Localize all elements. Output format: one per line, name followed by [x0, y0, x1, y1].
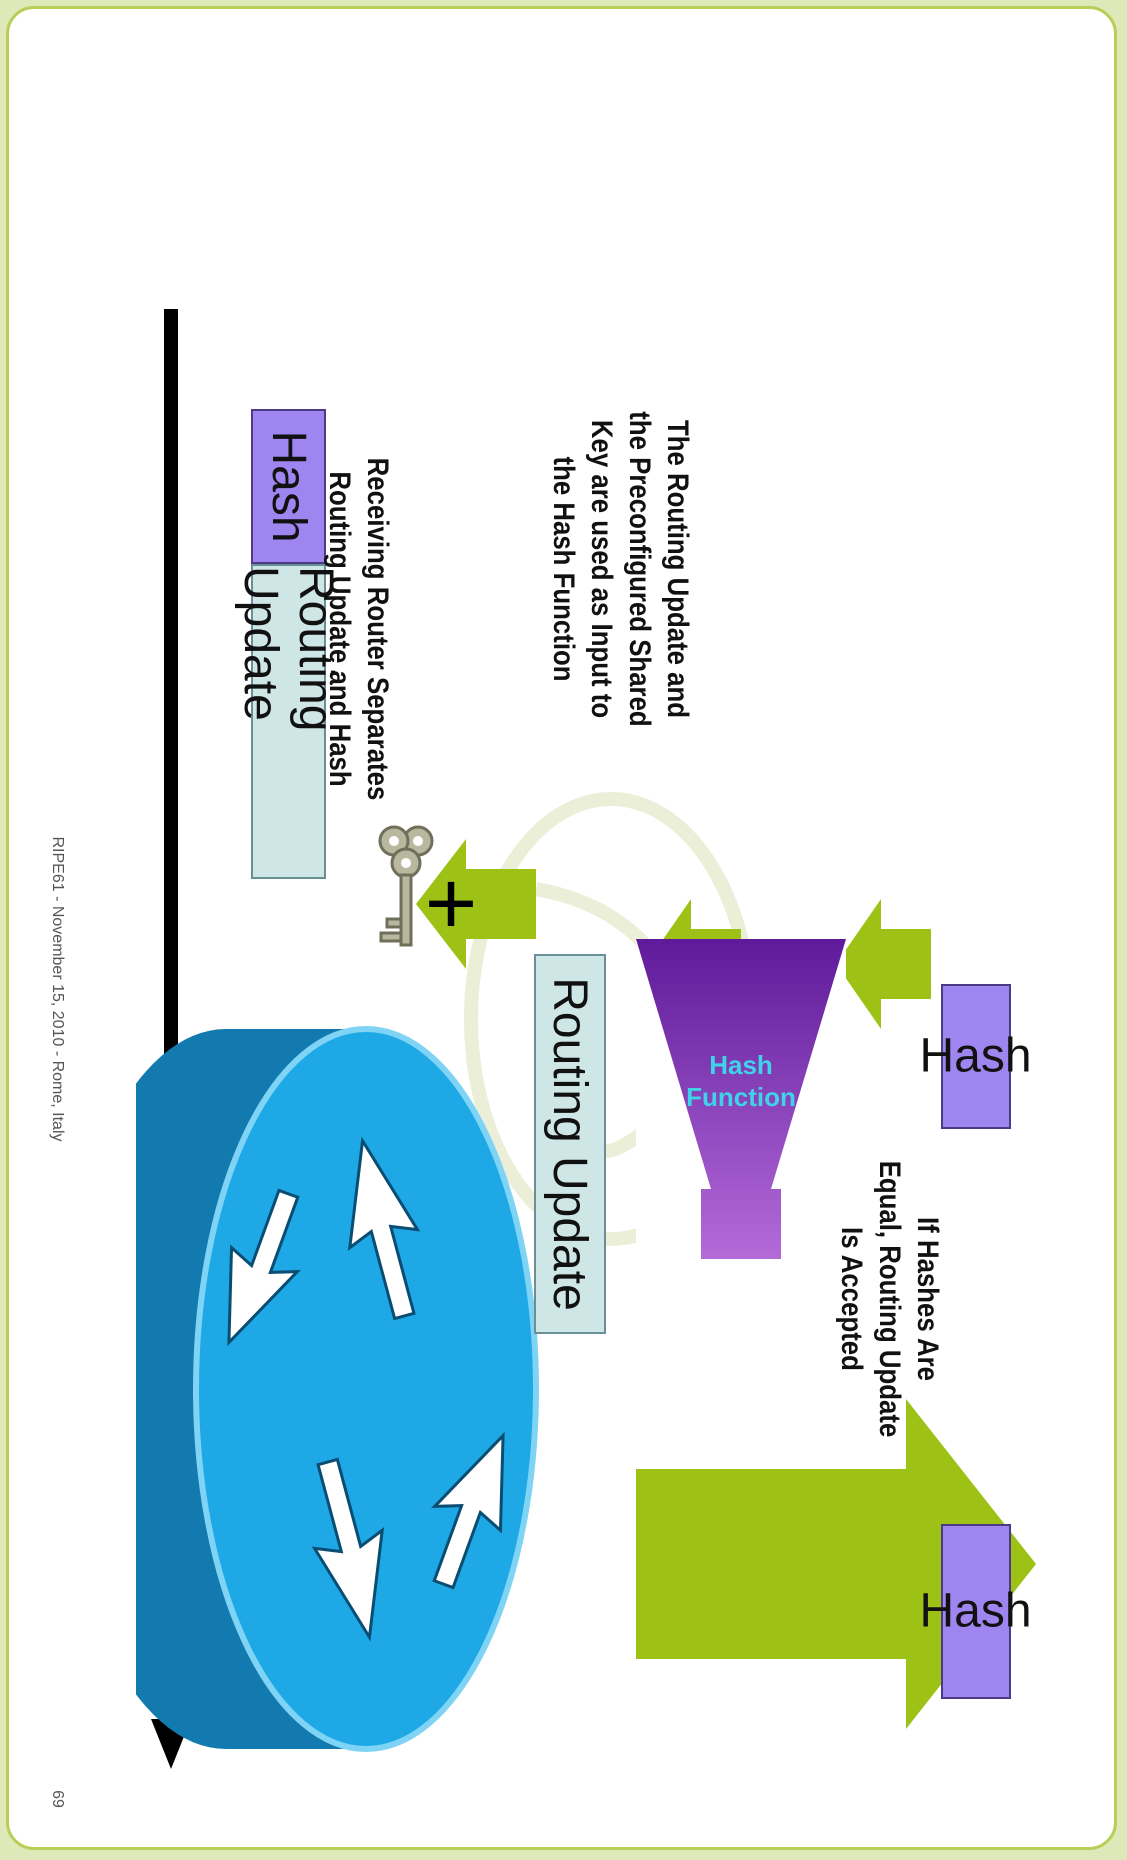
- slide-canvas: Hash Routing Update Routing Update +: [9, 9, 1114, 1847]
- computed-hash-label: Hash: [919, 1030, 1033, 1083]
- sent-hash-label: Hash: [919, 1585, 1033, 1638]
- caption-equal: If Hashes Are Equal, Routing Update Is A…: [835, 1160, 944, 1438]
- arrow-router-to-plus: [416, 839, 536, 969]
- caption-separates: Receiving Router Separates Routing Updat…: [323, 457, 394, 801]
- arrow-funnel-to-hash: [836, 899, 931, 1029]
- arrow-router-to-hash: [636, 1399, 1036, 1729]
- funnel-shape: [636, 939, 846, 1269]
- caption-input: The Routing Update and the Preconfigured…: [547, 411, 694, 727]
- key-icon: [378, 825, 434, 947]
- computed-hash-box: Hash: [920, 984, 1032, 1129]
- hash-function-line1: Hash: [709, 1050, 773, 1080]
- router-icon: [136, 1026, 539, 1752]
- footer-text: RIPE61 - November 15, 2010 - Rome, Italy: [49, 836, 66, 1142]
- page-number: 69: [49, 1790, 66, 1808]
- slide-frame: Hash Routing Update Routing Update +: [6, 6, 1117, 1850]
- hash-function-label: Hash Function: [641, 1049, 841, 1149]
- hash-function-line2: Function: [686, 1082, 796, 1112]
- sent-hash-box: Hash: [920, 1524, 1032, 1699]
